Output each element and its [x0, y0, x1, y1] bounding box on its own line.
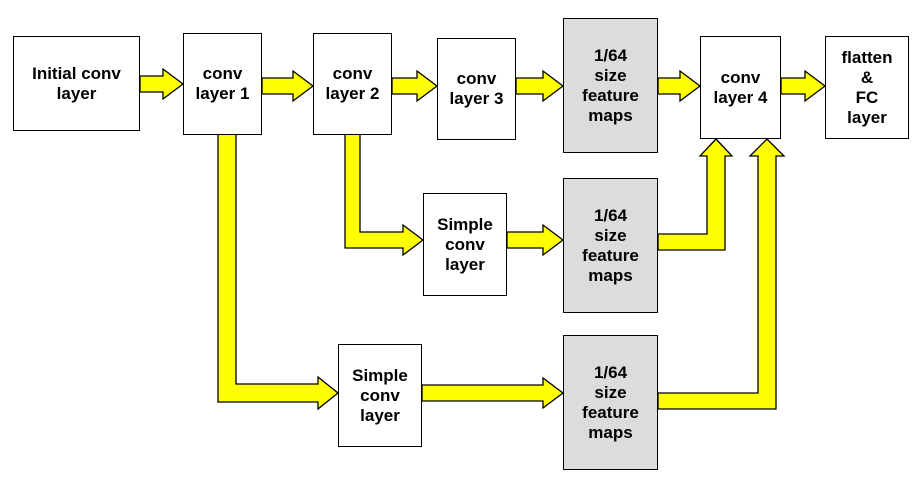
- simple-conv-layer-bottom-label: Simple conv layer: [352, 365, 408, 425]
- arrow-conv1-to-simple-bottom: [217, 129, 340, 411]
- conv-layer-4-node: conv layer 4: [700, 36, 781, 139]
- arrow-initial-to-conv1: [139, 67, 185, 101]
- initial-conv-layer-node: Initial conv layer: [13, 36, 140, 131]
- conv-layer-3-node: conv layer 3: [437, 38, 516, 140]
- flatten-fc-layer-label: flatten & FC layer: [841, 47, 893, 127]
- arrow-conv2-to-conv3: [391, 69, 439, 103]
- feature-maps-bottom-label: 1/64 size feature maps: [582, 362, 639, 442]
- simple-conv-layer-mid-node: Simple conv layer: [423, 193, 507, 296]
- conv-layer-1-label: conv layer 1: [195, 64, 250, 103]
- conv-layer-2-node: conv layer 2: [313, 33, 392, 135]
- arrow-conv2-to-simple-mid: [344, 129, 425, 257]
- arrow-conv3-to-fmap-top: [515, 69, 565, 103]
- simple-conv-layer-bottom-node: Simple conv layer: [338, 344, 422, 447]
- arrow-conv1-to-conv2: [261, 69, 315, 103]
- feature-maps-top-node: 1/64 size feature maps: [563, 18, 658, 153]
- arrow-fmap-bottom-to-conv4: [657, 138, 786, 410]
- arrow-conv4-to-flatten: [780, 69, 827, 103]
- feature-maps-top-label: 1/64 size feature maps: [582, 45, 639, 125]
- arrows-layer: [139, 67, 827, 411]
- feature-maps-bottom-node: 1/64 size feature maps: [563, 335, 658, 470]
- initial-conv-layer-label: Initial conv layer: [32, 63, 121, 103]
- arrow-fmap-top-to-conv4: [657, 69, 702, 103]
- feature-maps-mid-label: 1/64 size feature maps: [582, 205, 639, 285]
- conv-layer-3-label: conv layer 3: [449, 69, 504, 108]
- conv-layer-4-label: conv layer 4: [713, 67, 768, 107]
- conv-layer-2-label: conv layer 2: [325, 64, 380, 103]
- feature-maps-mid-node: 1/64 size feature maps: [563, 178, 658, 313]
- conv-layer-1-node: conv layer 1: [183, 33, 262, 135]
- arrow-simple-mid-to-fmap-mid: [506, 223, 565, 257]
- simple-conv-layer-mid-label: Simple conv layer: [437, 214, 493, 274]
- flatten-fc-layer-node: flatten & FC layer: [825, 36, 909, 139]
- arrow-simple-bottom-to-fmap-bottom: [421, 376, 565, 410]
- arrow-fmap-mid-to-conv4: [657, 138, 734, 251]
